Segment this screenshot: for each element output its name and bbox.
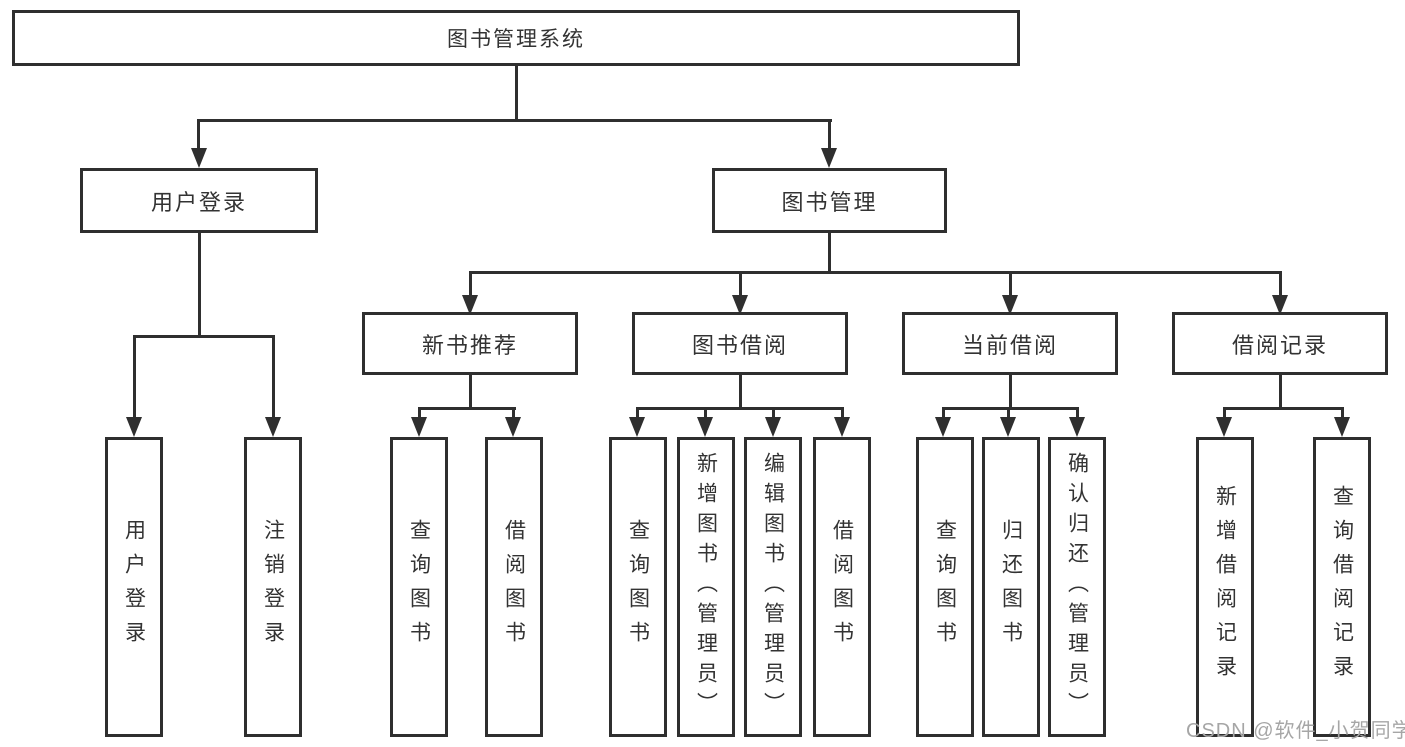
connector-currentborrow-stem	[1009, 375, 1012, 408]
connector-leaf-drop	[1223, 407, 1226, 419]
arrow-down-icon	[1069, 417, 1085, 437]
connector-newbook-hline	[418, 407, 516, 410]
connector-newbook-stem	[469, 375, 472, 408]
connector-leaf-drop	[1341, 407, 1344, 419]
node-book-management: 图书管理	[712, 168, 947, 233]
arrow-down-icon	[411, 417, 427, 437]
connector-level3-hline	[469, 271, 1282, 274]
connector-bookmgmt-stem	[828, 233, 831, 273]
leaf-newbook-borrow-books: 借阅图书	[485, 437, 543, 737]
connector-leaf-drop	[1076, 407, 1079, 419]
arrow-down-icon	[1002, 295, 1018, 315]
leaf-borrow-query-books: 查询图书	[609, 437, 667, 737]
leaf-user-login: 用户登录	[105, 437, 163, 737]
arrow-down-icon	[265, 417, 281, 437]
arrow-down-icon	[834, 417, 850, 437]
leaf-borrow-add-books-label: 新增图书（管理员）	[694, 452, 718, 722]
arrow-down-icon	[732, 295, 748, 315]
leaf-records-add-record-label: 新增借阅记录	[1213, 485, 1237, 689]
node-book-management-label: 图书管理	[781, 189, 878, 215]
arrow-down-icon	[1334, 417, 1350, 437]
leaf-newbook-query-books: 查询图书	[390, 437, 448, 737]
arrow-down-icon	[935, 417, 951, 437]
arrow-down-icon	[462, 295, 478, 315]
leaf-logout-label: 注销登录	[261, 519, 285, 655]
arrow-down-icon	[821, 148, 837, 168]
connector-userlogin-drop	[197, 119, 200, 153]
leaf-current-confirm-return-label: 确认归还（管理员）	[1065, 452, 1089, 722]
arrow-down-icon	[765, 417, 781, 437]
connector-leaf-userlogin-drop	[133, 335, 136, 419]
node-root-label: 图书管理系统	[447, 28, 585, 51]
leaf-records-query-record-label: 查询借阅记录	[1330, 485, 1354, 689]
leaf-newbook-borrow-books-label: 借阅图书	[502, 519, 526, 655]
connector-bookborrow-stem	[739, 375, 742, 408]
leaf-newbook-query-books-label: 查询图书	[407, 519, 431, 655]
node-borrow-records-label: 借阅记录	[1231, 332, 1328, 358]
connector-leaf-logout-drop	[272, 335, 275, 419]
connector-userlogin-stem	[198, 233, 201, 335]
leaf-current-query-books-label: 查询图书	[933, 519, 957, 655]
leaf-borrow-borrow-books-label: 借阅图书	[830, 519, 854, 655]
arrow-down-icon	[1000, 417, 1016, 437]
connector-leaf-drop	[418, 407, 421, 419]
connector-leaf-drop	[636, 407, 639, 419]
leaf-records-add-record: 新增借阅记录	[1196, 437, 1254, 737]
leaf-borrow-edit-books: 编辑图书（管理员）	[744, 437, 802, 737]
connector-leaf-drop	[704, 407, 707, 419]
node-new-book-recommend-label: 新书推荐	[421, 332, 518, 358]
leaf-current-return-books-label: 归还图书	[999, 519, 1023, 655]
connector-bookmgmt-drop	[828, 119, 831, 153]
node-user-login: 用户登录	[80, 168, 318, 233]
connector-root-stem	[515, 66, 518, 119]
arrow-down-icon	[191, 148, 207, 168]
connector-newbook-drop	[469, 271, 472, 298]
node-book-borrow: 图书借阅	[632, 312, 848, 375]
leaf-current-query-books: 查询图书	[916, 437, 974, 737]
connector-borrowrecords-hline	[1223, 407, 1344, 410]
connector-currentborrow-drop	[1009, 271, 1012, 298]
leaf-borrow-add-books: 新增图书（管理员）	[677, 437, 735, 737]
connector-leaf-drop	[841, 407, 844, 419]
node-borrow-records: 借阅记录	[1172, 312, 1388, 375]
connector-level2-hline	[197, 119, 832, 122]
csdn-watermark: CSDN @软件_小贺同学	[1186, 720, 1405, 742]
connector-bookborrow-hline	[636, 407, 844, 410]
connector-leaf-drop	[1007, 407, 1010, 419]
connector-leaf-drop	[772, 407, 775, 419]
leaf-user-login-label: 用户登录	[122, 519, 146, 655]
node-root: 图书管理系统	[12, 10, 1020, 66]
leaf-borrow-edit-books-label: 编辑图书（管理员）	[761, 452, 785, 722]
arrow-down-icon	[629, 417, 645, 437]
node-current-borrow: 当前借阅	[902, 312, 1118, 375]
node-new-book-recommend: 新书推荐	[362, 312, 578, 375]
leaf-borrow-borrow-books: 借阅图书	[813, 437, 871, 737]
connector-borrowrecords-stem	[1279, 375, 1282, 408]
node-current-borrow-label: 当前借阅	[961, 332, 1058, 358]
leaf-current-confirm-return: 确认归还（管理员）	[1048, 437, 1106, 737]
connector-currentborrow-hline	[942, 407, 1079, 410]
arrow-down-icon	[505, 417, 521, 437]
connector-leaf-drop	[942, 407, 945, 419]
leaf-logout: 注销登录	[244, 437, 302, 737]
leaf-records-query-record: 查询借阅记录	[1313, 437, 1371, 737]
connector-bookborrow-drop	[739, 271, 742, 298]
connector-userlogin-hline	[133, 335, 275, 338]
connector-leaf-drop	[512, 407, 515, 419]
arrow-down-icon	[1216, 417, 1232, 437]
connector-borrowrecords-drop	[1279, 271, 1282, 298]
leaf-borrow-query-books-label: 查询图书	[626, 519, 650, 655]
leaf-current-return-books: 归还图书	[982, 437, 1040, 737]
node-book-borrow-label: 图书借阅	[691, 332, 788, 358]
node-user-login-label: 用户登录	[150, 189, 247, 215]
arrow-down-icon	[1272, 295, 1288, 315]
arrow-down-icon	[697, 417, 713, 437]
arrow-down-icon	[126, 417, 142, 437]
